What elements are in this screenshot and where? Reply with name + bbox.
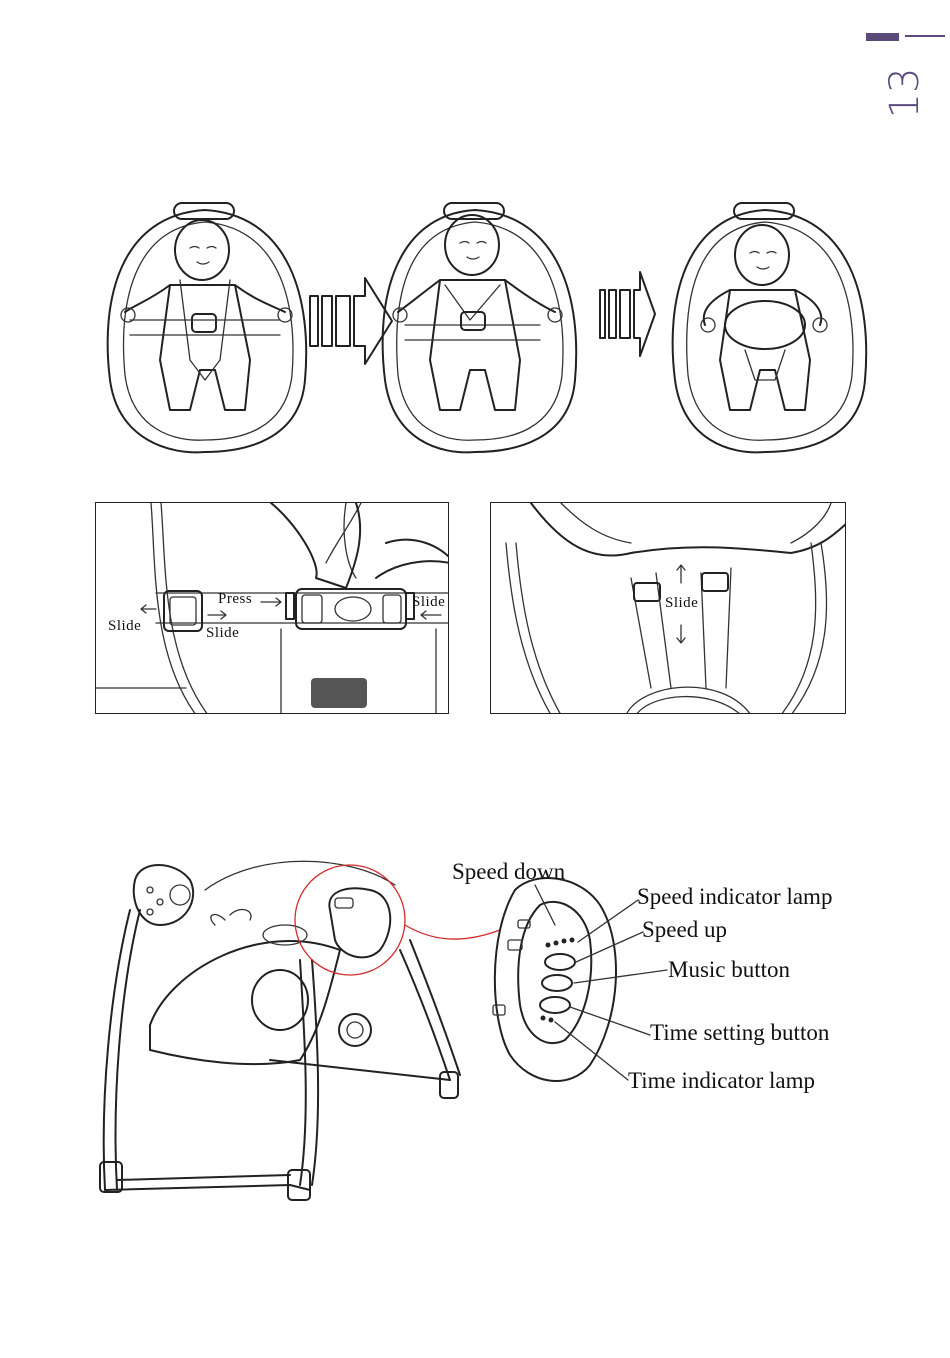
speed-down-label: Speed down xyxy=(452,860,565,883)
seat-illustration-2 xyxy=(383,203,577,452)
seat-illustration-1 xyxy=(108,203,307,452)
slide-label-left: Slide xyxy=(108,619,141,634)
strap-slide-label: Slide xyxy=(665,596,698,611)
press-label: Press xyxy=(218,592,252,607)
highlight-circle xyxy=(295,865,405,975)
buckle-detail-panel: Press Slide Slide Slide xyxy=(95,502,449,714)
time-setting-button-label: Time setting button xyxy=(650,1021,829,1044)
time-indicator-lamp-label: Time indicator lamp xyxy=(628,1069,815,1092)
strap-detail-panel: Slide xyxy=(490,502,846,714)
swing-frame xyxy=(100,861,460,1200)
buckle-detail-illustration xyxy=(96,503,449,714)
slide-label-middle: Slide xyxy=(206,626,239,641)
speed-indicator-lamp-label: Speed indicator lamp xyxy=(637,885,832,908)
seat-illustration-3 xyxy=(673,203,867,452)
sequence-arrow-1 xyxy=(310,278,392,364)
sequence-arrow-2 xyxy=(600,272,655,356)
highlight-connector xyxy=(405,925,500,939)
speed-up-label: Speed up xyxy=(642,918,727,941)
slide-label-right: Slide xyxy=(412,595,445,610)
music-button-label: Music button xyxy=(668,958,790,981)
harness-sequence-illustration xyxy=(0,0,950,470)
